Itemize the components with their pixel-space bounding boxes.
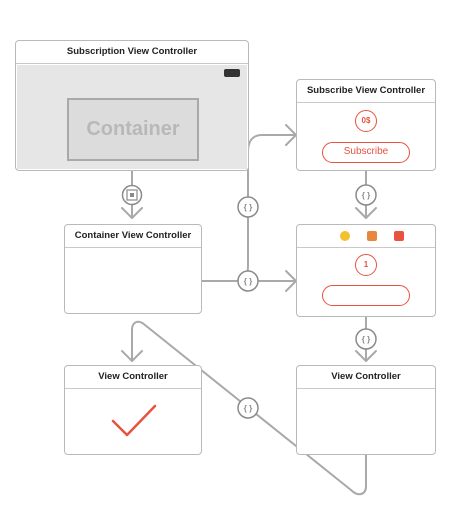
segue-label: { } (362, 191, 370, 200)
container-view[interactable]: Container (67, 98, 199, 161)
subscription-view-controller[interactable]: Subscription View Controller Container (15, 40, 249, 171)
subscribe-vc-title: Subscribe View Controller (297, 80, 435, 103)
checkmark-icon (111, 404, 157, 437)
segue-label: { } (244, 404, 252, 413)
badge-label: 1 (355, 254, 377, 276)
content-button[interactable] (322, 285, 410, 306)
first-responder-icon (367, 231, 377, 241)
custom-segue-icon-subscribe[interactable]: { } (237, 196, 259, 218)
view-controller-icon (340, 231, 350, 241)
battery-icon (224, 69, 240, 77)
custom-segue-icon-right-left[interactable]: { } (237, 397, 259, 419)
subscription-vc-title: Subscription View Controller (16, 41, 248, 64)
subscribe-view-controller[interactable]: Subscribe View Controller 0$ Subscribe (296, 79, 436, 171)
view-controller-right[interactable]: View Controller (296, 365, 436, 455)
custom-segue-icon-subscribe-content[interactable]: { } (355, 184, 377, 206)
segue-arrow-right-left (121, 350, 143, 362)
segue-arrow-content-right (355, 350, 377, 362)
custom-segue-icon-content-right[interactable]: { } (355, 328, 377, 350)
content-view-controller[interactable]: 1 (296, 224, 436, 317)
view-controller-left-title: View Controller (65, 366, 201, 389)
subscription-vc-content: Container (17, 65, 247, 169)
subscribe-button[interactable]: Subscribe (322, 142, 410, 163)
view-controller-right-title: View Controller (297, 366, 435, 389)
view-controller-left[interactable]: View Controller (64, 365, 202, 455)
segue-arrow-subscribe-content (355, 207, 377, 219)
segue-label: { } (244, 203, 252, 212)
exit-icon (394, 231, 404, 241)
custom-segue-icon-content[interactable]: { } (237, 270, 259, 292)
segue-label: { } (362, 335, 370, 344)
embed-segue-icon[interactable] (121, 184, 143, 206)
container-vc-title: Container View Controller (65, 225, 201, 248)
container-view-controller[interactable]: Container View Controller (64, 224, 202, 314)
price-label: 0$ (355, 110, 377, 132)
segue-label: { } (244, 277, 252, 286)
content-vc-toolbar (297, 225, 435, 248)
embed-segue-arrow (121, 207, 143, 219)
